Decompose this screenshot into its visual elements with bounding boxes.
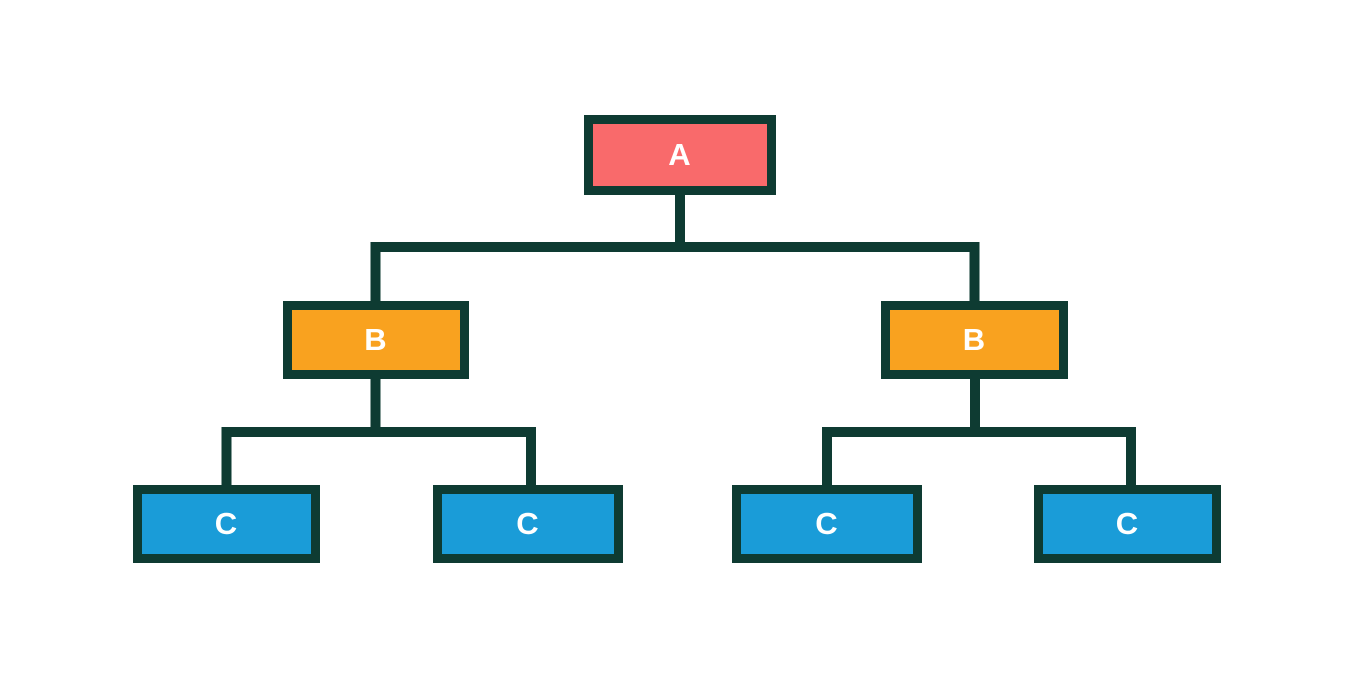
node-c-4: C	[1034, 485, 1221, 563]
node-c-3: C	[732, 485, 922, 563]
node-a-label: A	[668, 137, 692, 172]
node-b-left-label: B	[364, 322, 388, 357]
node-c-4-label: C	[1115, 506, 1140, 541]
node-c-1-label: C	[214, 506, 239, 541]
node-c-2-label: C	[516, 506, 540, 541]
connector-b-left-to-c	[221, 427, 536, 490]
node-c-3-label: C	[815, 506, 839, 541]
node-a: A	[584, 115, 776, 195]
node-b-right-label: B	[962, 322, 987, 357]
connector-a-to-b	[370, 242, 980, 306]
node-b-right: B	[881, 301, 1068, 379]
node-c-1: C	[133, 485, 320, 563]
node-b-left: B	[283, 301, 469, 379]
connector-b-right-to-c	[822, 427, 1136, 490]
node-c-2: C	[433, 485, 623, 563]
